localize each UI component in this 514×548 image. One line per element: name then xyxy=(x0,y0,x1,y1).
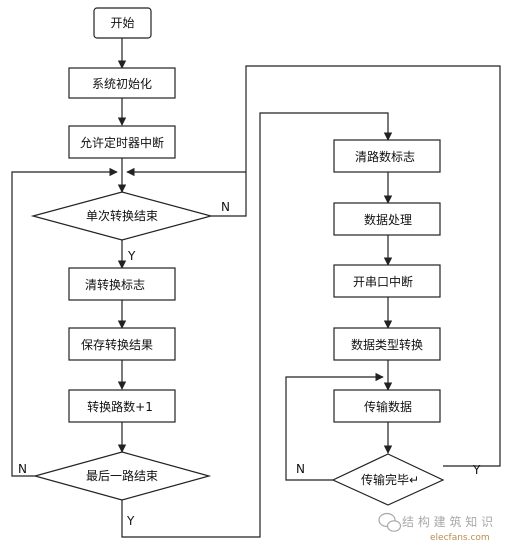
node-data-type-conversion-label: 数据类型转换 xyxy=(351,337,423,352)
node-enable-timer-interrupt: 允许定时器中断 xyxy=(68,125,176,159)
node-start: 开始 xyxy=(93,7,152,39)
node-enable-serial-interrupt-label: 开串口中断 xyxy=(353,274,413,289)
node-save-conversion-result: 保存转换结果 xyxy=(68,327,176,361)
connectors-right xyxy=(285,172,393,481)
watermark-sub: elecfans.com xyxy=(430,533,490,543)
node-start-label: 开始 xyxy=(110,16,134,30)
node-channel-count-increment-label: 转换路数+1 xyxy=(87,399,153,414)
node-system-init: 系统初始化 xyxy=(68,67,176,99)
node-clear-channel-count-flag: 清路数标志 xyxy=(333,139,441,173)
node-clear-conversion-flag-label: 清转换标志 xyxy=(85,277,145,292)
connectors-left xyxy=(11,38,501,538)
decision-transmit-complete: 传输完毕↵ xyxy=(331,453,445,506)
node-system-init-label: 系统初始化 xyxy=(92,77,152,91)
decision-single-conversion-done: 单次转换结束 xyxy=(30,191,214,241)
branch-label-single-no: N xyxy=(221,200,230,214)
decision-last-channel-done: 最后一路结束 xyxy=(32,451,212,501)
decision-single-conversion-done-label: 单次转换结束 xyxy=(86,208,158,223)
node-data-processing: 数据处理 xyxy=(333,202,441,236)
branch-label-transmit-no: N xyxy=(296,462,305,476)
node-clear-channel-count-flag-label: 清路数标志 xyxy=(355,149,415,164)
decision-last-channel-done-label: 最后一路结束 xyxy=(86,468,158,483)
node-save-conversion-result-label: 保存转换结果 xyxy=(81,337,153,352)
node-channel-count-increment: 转换路数+1 xyxy=(68,389,176,423)
watermark: 结 构 建 筑 知 识 elecfans.com xyxy=(378,512,493,543)
branch-label-single-yes: Y xyxy=(127,249,136,263)
branch-label-last-yes: Y xyxy=(126,514,135,528)
node-data-processing-label: 数据处理 xyxy=(364,212,412,227)
node-clear-conversion-flag: 清转换标志 xyxy=(68,267,176,301)
branch-label-transmit-yes: Y xyxy=(472,463,481,477)
node-enable-timer-interrupt-label: 允许定时器中断 xyxy=(80,135,164,150)
node-transmit-data: 传输数据 xyxy=(333,389,441,423)
wechat-icon xyxy=(378,512,402,532)
node-enable-serial-interrupt: 开串口中断 xyxy=(333,264,441,298)
node-data-type-conversion: 数据类型转换 xyxy=(333,327,441,361)
branch-label-last-no: N xyxy=(18,462,27,476)
watermark-text: 结 构 建 筑 知 识 xyxy=(402,514,493,529)
node-transmit-data-label: 传输数据 xyxy=(364,399,412,414)
decision-transmit-complete-label: 传输完毕↵ xyxy=(361,472,419,487)
